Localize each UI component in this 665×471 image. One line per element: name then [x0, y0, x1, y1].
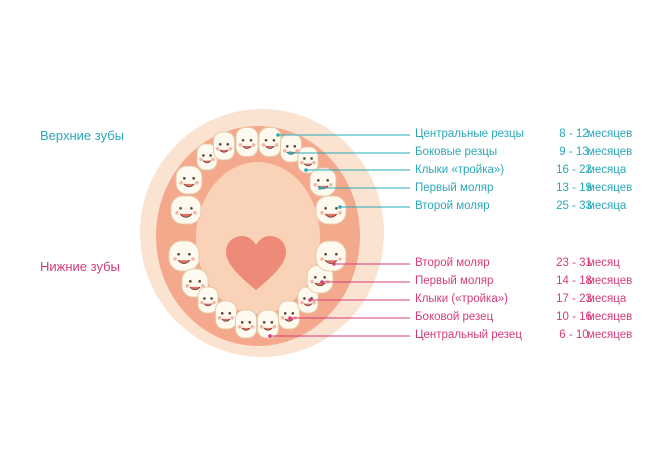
upper-left-canine [196, 143, 218, 171]
upper-right-second-molar [315, 195, 347, 225]
upper-left-first-molar [175, 165, 203, 195]
upper-row-central-incisors: Центральные резцы 8 - 12 месяцев [415, 128, 655, 144]
age-unit: месяц [587, 257, 620, 269]
upper-row-second-molar: Второй моляр 25 - 33 месяца [415, 200, 655, 216]
upper-row-first-molar: Первый моляр 13 - 19 месяцев [415, 182, 655, 198]
tooth-name: Второй моляр [415, 257, 490, 269]
age-unit: месяцев [587, 128, 633, 140]
leader-lower-central-incisor-dot [268, 334, 272, 338]
age-range: 17 - 23 [556, 293, 592, 305]
age-unit: месяца [587, 200, 627, 212]
leader-upper-canines-dot [304, 168, 308, 172]
age-range: 6 - 10 [559, 329, 589, 341]
lower-row-canines: Клыки («тройка») 17 - 23 месяца [415, 293, 655, 309]
tooth-name: Боковой резец [415, 311, 494, 323]
lower-row-central-incisor: Центральный резец 6 - 10 месяцев [415, 329, 655, 345]
upper-left-second-molar [170, 195, 202, 225]
tooth-name: Клыки («тройка») [415, 293, 508, 305]
upper-right-canine [297, 146, 319, 174]
age-unit: месяца [587, 164, 627, 176]
leader-lower-first-molar-dot [320, 280, 324, 284]
leader-lower-lateral-incisor-dot [288, 316, 292, 320]
tooth-name: Первый моляр [415, 275, 494, 287]
leader-upper-central-incisors-dot [276, 133, 280, 137]
lower-row-second-molar: Второй моляр 23 - 31 месяц [415, 257, 655, 273]
age-range: 25 - 33 [556, 200, 592, 212]
leader-lower-canines-dot [308, 298, 312, 302]
upper-row-canines: Клыки «тройка») 16 - 22 месяца [415, 164, 655, 180]
age-range: 13 - 19 [556, 182, 592, 194]
tooth-name: Центральные резцы [415, 128, 524, 140]
lower-row-first-molar: Первый моляр 14 - 18 месяцев [415, 275, 655, 291]
lower-left-central-incisor [235, 309, 257, 339]
tooth-name: Центральный резец [415, 329, 522, 341]
mouth-inner [196, 162, 320, 314]
upper-right-lateral-incisor [280, 133, 302, 163]
tooth-name: Боковые резцы [415, 146, 498, 158]
tooth-name: Первый моляр [415, 182, 494, 194]
tooth-name: Второй моляр [415, 200, 490, 212]
leader-upper-first-molar-dot [318, 186, 322, 190]
upper-teeth-title: Верхние зубы [40, 128, 125, 143]
age-unit: месяца [587, 293, 627, 305]
lower-teeth-title: Нижние зубы [40, 259, 120, 274]
age-range: 23 - 31 [556, 257, 592, 269]
age-range: 9 - 13 [559, 146, 589, 158]
lower-right-lateral-incisor [278, 300, 300, 330]
lower-right-second-molar [315, 240, 347, 272]
tooth-name: Клыки «тройка») [415, 164, 505, 176]
lower-left-second-molar [168, 240, 200, 272]
age-unit: месяцев [587, 275, 633, 287]
age-unit: месяцев [587, 311, 633, 323]
heart-icon [226, 236, 286, 290]
age-range: 14 - 18 [556, 275, 592, 287]
upper-left-lateral-incisor [213, 131, 235, 161]
upper-left-central-incisor [235, 127, 259, 157]
age-unit: месяцев [587, 329, 633, 341]
leader-upper-second-molar-dot [338, 205, 342, 209]
age-range: 16 - 22 [556, 164, 592, 176]
age-unit: месяцев [587, 146, 633, 158]
age-unit: месяцев [587, 182, 633, 194]
lower-right-central-incisor [257, 309, 279, 339]
lower-left-canine [197, 286, 219, 314]
lower-left-lateral-incisor [215, 300, 237, 330]
lower-row-lateral-incisor: Боковой резец 10 - 16 месяцев [415, 311, 655, 327]
upper-right-first-molar [309, 167, 337, 197]
leader-upper-lateral-incisors-dot [288, 151, 292, 155]
upper-right-central-incisor [258, 127, 282, 157]
age-range: 10 - 16 [556, 311, 592, 323]
upper-row-lateral-incisors: Боковые резцы 9 - 13 месяцев [415, 146, 655, 162]
leader-lower-second-molar-dot [332, 262, 336, 266]
age-range: 8 - 12 [559, 128, 589, 140]
